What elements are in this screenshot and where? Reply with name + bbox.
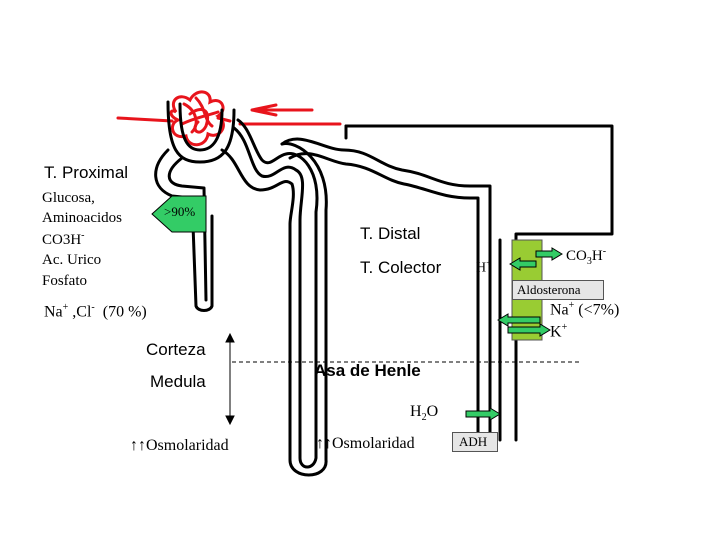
adh-box: ADH [452, 432, 498, 452]
reabsorption-arrow [151, 195, 207, 233]
osmolaridad-left-label: ↑↑Osmolaridad [130, 437, 229, 454]
corteza-label: Corteza [146, 340, 206, 359]
aldosterona-label: Aldosterona [517, 282, 581, 297]
na-cl-label: Na+ ,Cl- (70 %) [44, 302, 147, 321]
aldosterona-box: Aldosterona [512, 280, 604, 300]
co3h-secretion-label: CO3H- [566, 246, 607, 267]
aminoacidos-label: Aminoacidos [42, 210, 122, 226]
fosfato-label: Fosfato [42, 273, 87, 289]
t-proximal-label: T. Proximal [44, 163, 129, 182]
glomerulus [116, 90, 342, 147]
transport-arrows [151, 195, 563, 421]
h-ion-label: H+ [476, 258, 492, 276]
medula-label: Medula [150, 372, 206, 391]
co3h-label: CO3H- [42, 230, 85, 248]
reabsorption-pct-label: >90% [164, 204, 196, 219]
osmolaridad-right-label: ↑↑Osmolaridad [316, 435, 415, 452]
k-label: K+ [550, 322, 568, 341]
t-colector-label: T. Colector [360, 258, 442, 277]
ac-urico-label: Ac. Urico [42, 252, 102, 268]
cortex-medulla-arrow [225, 332, 235, 426]
na-distal-label: Na+ (<7%) [550, 300, 620, 319]
adh-label: ADH [459, 434, 488, 449]
glucosa-label: Glucosa, [42, 190, 95, 206]
h2o-label: H2O [410, 403, 439, 424]
asa-de-henle-label: Asa de Henle [314, 361, 421, 380]
t-distal-label: T. Distal [360, 224, 421, 243]
